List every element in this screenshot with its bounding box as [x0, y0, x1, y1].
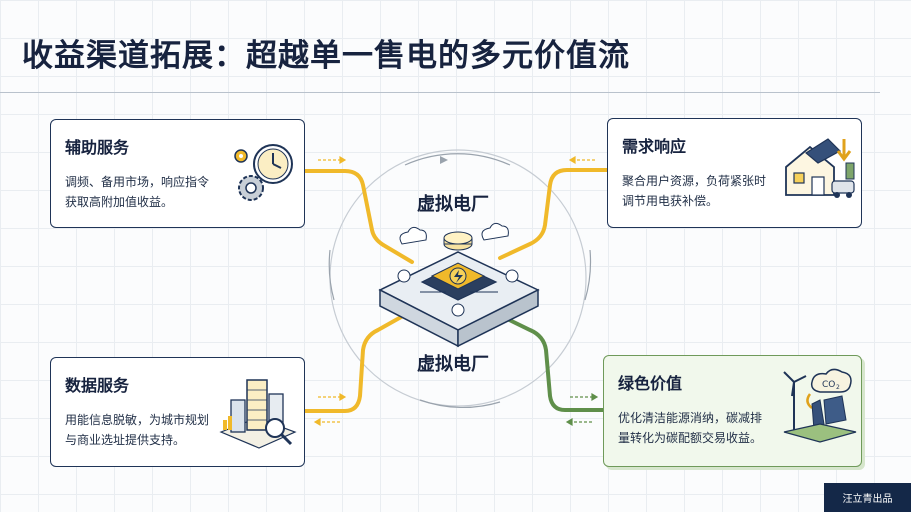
- card-title: 绿色价值: [618, 374, 683, 393]
- connector-demand: [498, 168, 609, 260]
- orbit-arc-right: [584, 249, 592, 301]
- connector-data: [303, 310, 412, 413]
- orbit-arc-top: [404, 153, 511, 166]
- svg-text:CO: CO: [822, 380, 835, 390]
- card-description: 调频、备用市场，响应指令获取高附加值收益。: [65, 175, 210, 209]
- card-description: 聚合用户资源，负荷紧张时调节用电获补偿。: [622, 174, 767, 208]
- card-title: 需求响应: [622, 137, 687, 156]
- orbit-arc-bottom: [419, 399, 501, 409]
- card-title: 数据服务: [65, 376, 130, 395]
- page-title: 收益渠道拓展：超越单一售电的多元价值流: [22, 38, 630, 74]
- connector-green: [495, 312, 605, 412]
- card-data-services[interactable]: 数据服务 用能信息脱敏，为城市规划与商业选址提供支持。: [50, 357, 305, 467]
- svg-text:2: 2: [836, 384, 840, 391]
- card-demand-response[interactable]: 需求响应 聚合用户资源，负荷紧张时调节用电获补偿。: [607, 118, 862, 228]
- vpp-hub-icon: [378, 222, 540, 348]
- title-divider: [0, 92, 880, 93]
- hub-label-bottom: 虚拟电厂: [417, 354, 489, 375]
- city-analytics-icon: [219, 379, 297, 449]
- orbit-arc-left: [328, 249, 335, 301]
- card-green-value[interactable]: 绿色价值 优化清洁能源消纳，碳减排量转化为碳配额交易收益。 CO 2: [603, 355, 862, 467]
- card-title: 辅助服务: [65, 138, 130, 157]
- footer-credit-badge: 汪立青出品: [824, 483, 911, 512]
- co2-renewables-icon: CO 2: [783, 368, 857, 443]
- clock-gear-icon: [234, 144, 293, 201]
- card-description: 用能信息脱敏，为城市规划与商业选址提供支持。: [65, 413, 210, 447]
- hub-label-top: 虚拟电厂: [417, 194, 489, 215]
- card-ancillary-services[interactable]: 辅助服务 调频、备用市场，响应指令获取高附加值收益。: [50, 119, 305, 228]
- smart-home-icon: [785, 138, 855, 198]
- connector-ancillary: [303, 169, 414, 264]
- orbit-arrow-top: [440, 156, 448, 164]
- card-description: 优化清洁能源消纳，碳减排量转化为碳配额交易收益。: [618, 411, 763, 445]
